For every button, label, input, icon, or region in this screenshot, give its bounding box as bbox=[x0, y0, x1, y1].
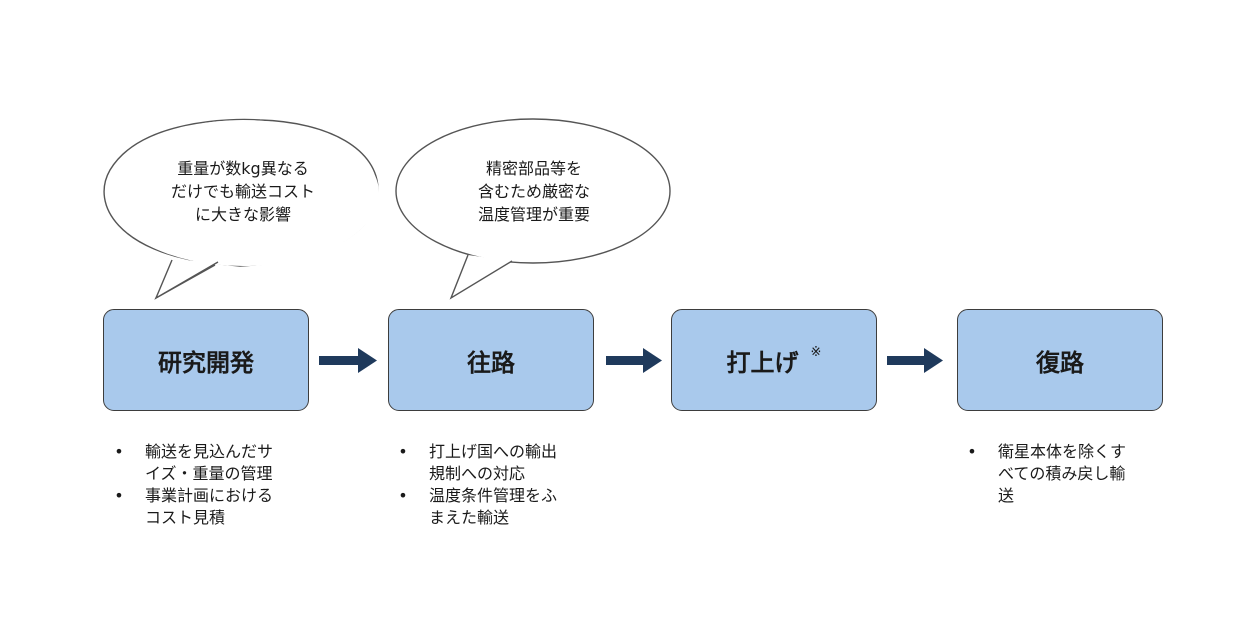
note-line: 打上げ国への輸出 bbox=[429, 442, 558, 461]
note-line: べての積み戻し輸 bbox=[998, 464, 1126, 483]
speech-bubble-1-tail bbox=[154, 261, 216, 300]
stage-launch: 打上げ ※ bbox=[671, 309, 877, 411]
note-line: 温度条件管理をふ bbox=[429, 486, 558, 505]
notes-return: • 衛星本体を除くす べての積み戻し輸 送 bbox=[966, 441, 1166, 507]
bullet: • bbox=[114, 442, 124, 461]
list-item: • 打上げ国への輸出 規制への対応 bbox=[397, 441, 597, 485]
note-line: 輸送を見込んだサ bbox=[145, 442, 274, 461]
list-item: • 事業計画における コスト見積 bbox=[113, 485, 313, 529]
note-line: コスト見積 bbox=[145, 508, 226, 527]
list-item: • 温度条件管理をふ まえた輸送 bbox=[397, 485, 597, 529]
bullet: • bbox=[967, 442, 977, 461]
bullet: • bbox=[398, 486, 408, 505]
stage-outbound: 往路 bbox=[388, 309, 594, 411]
stage-return: 復路 bbox=[957, 309, 1163, 411]
stage-footnote-mark: ※ bbox=[810, 344, 822, 360]
list-item: • 輸送を見込んだサ イズ・重量の管理 bbox=[113, 441, 313, 485]
list-item: • 衛星本体を除くす べての積み戻し輸 送 bbox=[966, 441, 1166, 507]
bubble-2-line-1: 精密部品等を bbox=[485, 159, 582, 178]
stage-label: 研究開発 bbox=[158, 348, 254, 377]
bullet: • bbox=[114, 486, 124, 505]
flow-arrow-1 bbox=[319, 348, 377, 373]
note-line: イズ・重量の管理 bbox=[145, 464, 273, 483]
stage-research-development: 研究開発 bbox=[103, 309, 309, 411]
note-line: 規制への対応 bbox=[429, 464, 526, 483]
note-line: 事業計画における bbox=[145, 486, 274, 505]
note-line: まえた輸送 bbox=[429, 508, 510, 527]
bubble-1-line-2: だけでも輸送コスト bbox=[170, 182, 315, 201]
flow-arrow-2 bbox=[606, 348, 662, 373]
notes-research-development: • 輸送を見込んだサ イズ・重量の管理 • 事業計画における コスト見積 bbox=[113, 441, 313, 529]
bubble-2-line-2: 含むため厳密な bbox=[477, 182, 590, 201]
stage-label: 打上げ bbox=[726, 348, 799, 377]
bubble-1-line-3: に大きな影響 bbox=[194, 205, 291, 224]
bubble-2-text: 精密部品等を 含むため厳密な 温度管理が重要 bbox=[446, 157, 622, 226]
bullet: • bbox=[398, 442, 408, 461]
bubble-1-line-1: 重量が数kg異なる bbox=[177, 159, 309, 178]
stage-label: 復路 bbox=[1036, 348, 1084, 377]
notes-outbound: • 打上げ国への輸出 規制への対応 • 温度条件管理をふ まえた輸送 bbox=[397, 441, 597, 529]
note-line: 衛星本体を除くす bbox=[998, 442, 1127, 461]
bubble-1-text: 重量が数kg異なる だけでも輸送コスト に大きな影響 bbox=[150, 157, 336, 226]
flow-arrow-3 bbox=[887, 348, 943, 373]
note-line: 送 bbox=[998, 486, 1015, 505]
stage-label: 往路 bbox=[467, 348, 515, 377]
speech-bubble-2-tail bbox=[449, 254, 513, 300]
bubble-2-line-3: 温度管理が重要 bbox=[477, 205, 590, 224]
